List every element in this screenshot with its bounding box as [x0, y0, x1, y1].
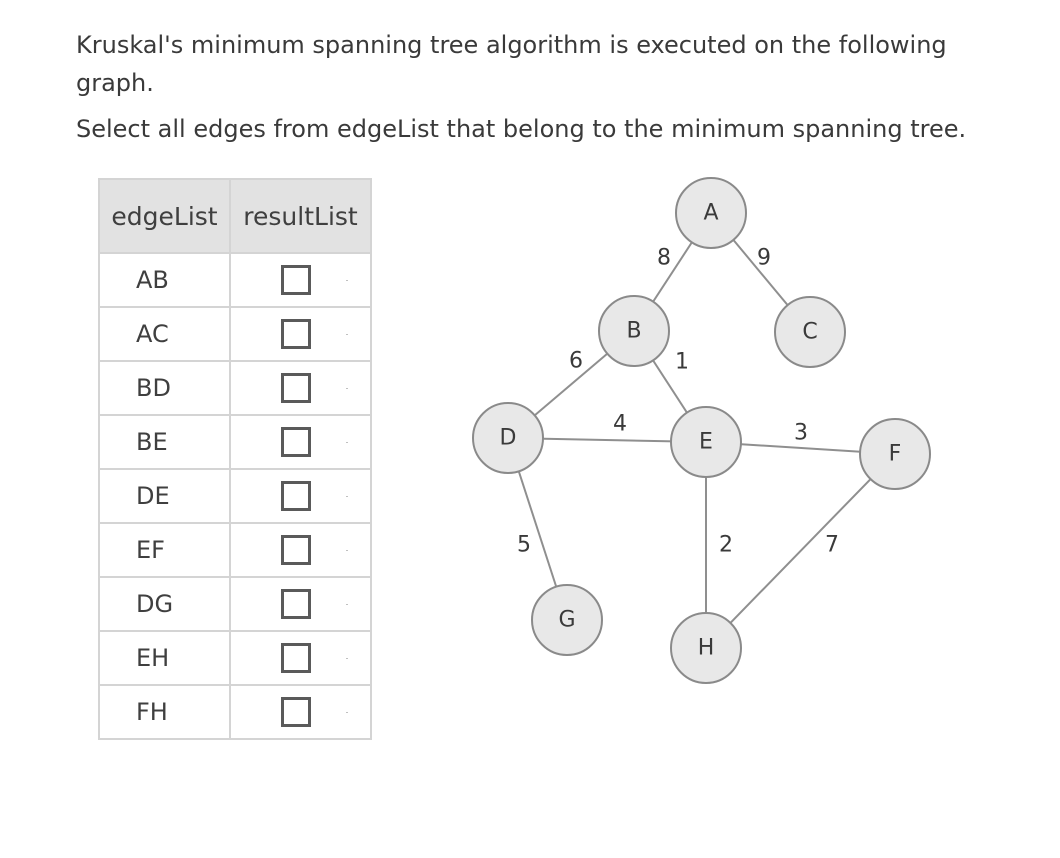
edge-label: AB: [97, 252, 232, 308]
node-g: G: [531, 584, 603, 656]
edge-checkbox[interactable]: [281, 643, 312, 673]
edge-weight-label: 2: [719, 533, 733, 558]
table-row: EH: [97, 630, 372, 686]
node-c: C: [774, 296, 846, 368]
edge-checkbox[interactable]: [281, 481, 312, 511]
table-row: DE: [97, 468, 372, 524]
node-b: B: [598, 295, 670, 367]
table-row: BD: [97, 360, 372, 416]
edge-dg: 5: [507, 437, 568, 621]
edge-ac: 9: [710, 212, 811, 333]
graph-nodes: A B C D E F G H: [472, 177, 931, 684]
edge-checkbox[interactable]: [281, 535, 312, 565]
node-label: F: [889, 442, 902, 467]
edge-bd: 6: [507, 330, 635, 439]
edge-be: 1: [633, 330, 707, 443]
edge-label: DG: [97, 576, 232, 632]
edge-weight-label: 1: [675, 350, 689, 375]
edge-eh: 2: [705, 442, 733, 648]
node-label: C: [802, 320, 817, 345]
edge-list-header: edgeList: [97, 178, 232, 254]
node-label: G: [558, 608, 575, 633]
edge-checkbox[interactable]: [281, 589, 312, 619]
edge-checkbox[interactable]: [281, 427, 312, 457]
table-row: BE: [97, 414, 372, 470]
edge-weight-label: 9: [757, 246, 771, 271]
edge-de: 4: [507, 412, 707, 443]
node-label: D: [500, 426, 517, 451]
table-row: DG: [97, 576, 372, 632]
edge-label: FH: [97, 684, 232, 740]
node-label: A: [703, 201, 718, 226]
edge-label: EH: [97, 630, 232, 686]
edge-checkbox[interactable]: [281, 319, 312, 349]
node-f: F: [859, 418, 931, 490]
node-label: H: [698, 636, 715, 661]
question-text: Kruskal's minimum spanning tree algorith…: [76, 26, 1016, 148]
node-a: A: [675, 177, 747, 249]
node-e: E: [670, 406, 742, 478]
edge-weight-label: 8: [657, 246, 671, 271]
edge-ef: 3: [705, 421, 896, 455]
edge-label: EF: [97, 522, 232, 578]
table-row: EF: [97, 522, 372, 578]
edge-label: BD: [97, 360, 232, 416]
edge-label: AC: [97, 306, 232, 362]
edge-fh: 7: [705, 453, 896, 649]
node-label: E: [699, 430, 713, 455]
edge-weight-label: 3: [794, 421, 808, 446]
edge-table-body: AB AC BD BE DE EF DG EH: [97, 252, 372, 740]
graph-edges: 8 9 6 1 4 3 5 2: [507, 212, 896, 649]
result-list-header: resultList: [229, 178, 372, 254]
edge-table: edgeList resultList AB AC BD BE DE EF: [97, 178, 372, 740]
edge-weight-label: 5: [517, 533, 531, 558]
node-d: D: [472, 402, 544, 474]
edge-weight-label: 4: [613, 412, 627, 437]
question-instruction: Select all edges from edgeList that belo…: [76, 115, 967, 143]
edge-checkbox[interactable]: [281, 265, 312, 295]
edge-weight-label: 7: [825, 533, 839, 558]
edge-label: BE: [97, 414, 232, 470]
table-row: AB: [97, 252, 372, 308]
node-label: B: [626, 319, 641, 344]
table-row: AC: [97, 306, 372, 362]
edge-ab: 8: [633, 212, 712, 332]
table-row: FH: [97, 684, 372, 740]
node-h: H: [670, 612, 742, 684]
edge-label: DE: [97, 468, 232, 524]
edge-weight-label: 6: [569, 349, 583, 374]
question-prompt: Kruskal's minimum spanning tree algorith…: [76, 31, 947, 97]
edge-checkbox[interactable]: [281, 697, 312, 727]
edge-checkbox[interactable]: [281, 373, 312, 403]
